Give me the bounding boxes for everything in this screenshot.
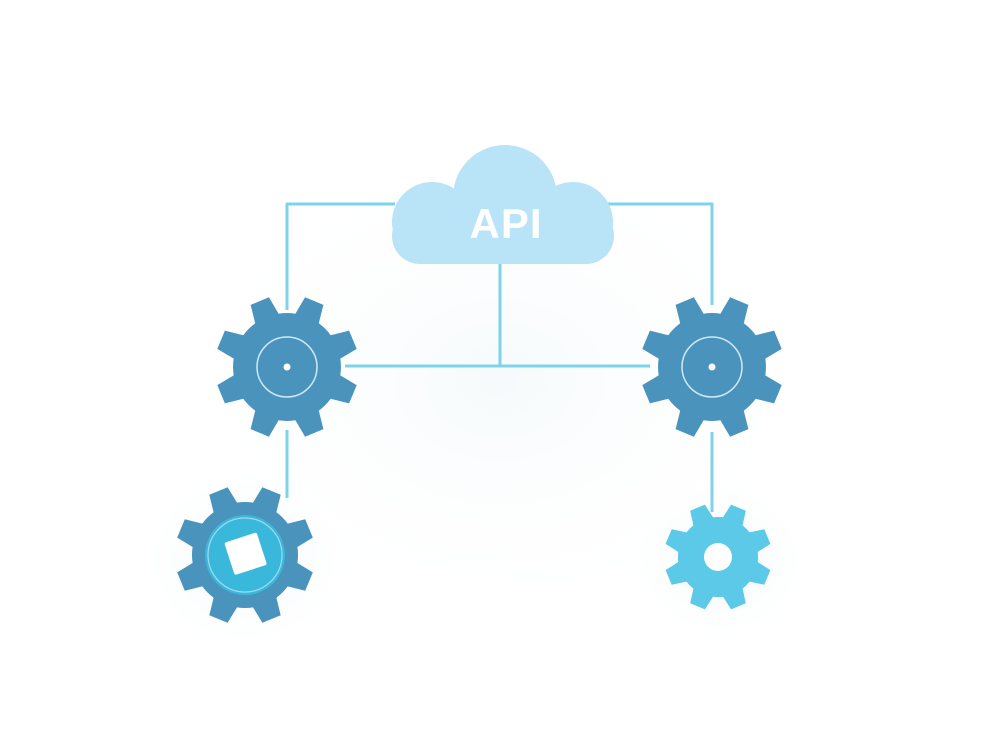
link-cloud-to-upper-left-gear (285, 202, 395, 310)
gear-center-hole (704, 543, 732, 571)
connector-lines (285, 202, 714, 512)
gear-lower-right[interactable] (665, 504, 771, 610)
gear-center-square (224, 532, 267, 575)
gear-inner-ring (681, 336, 743, 398)
link-cloud-to-upper-right-gear (605, 202, 714, 305)
gear-upper-left[interactable] (217, 297, 357, 437)
gear-lower-left[interactable] (177, 487, 313, 623)
gear-icon (177, 487, 313, 623)
api-cloud[interactable]: API (392, 145, 614, 264)
gear-center-dot (283, 363, 291, 371)
gear-icon (217, 297, 357, 437)
background-glows (135, 130, 830, 655)
gear-upper-right[interactable] (642, 297, 782, 437)
cloud-icon (392, 145, 614, 264)
gear-center-dot (708, 363, 716, 371)
gear-inner-ring (207, 517, 283, 593)
gear-icon (665, 504, 771, 610)
gear-icon (642, 297, 782, 437)
gear-inner-ring (256, 336, 318, 398)
api-label: API (469, 200, 542, 247)
